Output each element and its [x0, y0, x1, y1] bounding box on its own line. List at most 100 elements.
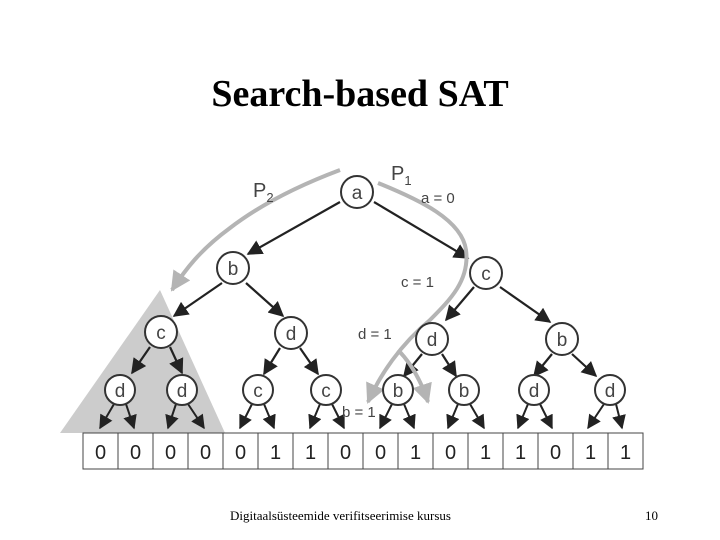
- path-p2-curve: [170, 168, 341, 292]
- edge-b-d: [245, 282, 285, 318]
- leaf-box-8: [327, 432, 364, 470]
- leaf-value-12: 1: [480, 442, 491, 464]
- node-c-level2-label: c: [156, 323, 166, 344]
- node-level3-7-label: d: [529, 381, 540, 402]
- node-level3-1: d: [104, 374, 136, 406]
- edge-b-d3: [533, 353, 553, 378]
- leaf-box-16: [607, 432, 644, 470]
- edge-c-d1: [131, 346, 151, 375]
- edge-d-c2: [299, 347, 319, 376]
- node-level3-5: b: [382, 374, 414, 406]
- leaf-value-16: 1: [620, 442, 631, 464]
- path-p1-curve: [366, 181, 469, 404]
- edge-leaf-7: [308, 403, 322, 430]
- path-p1-label: P1: [391, 163, 412, 188]
- node-d-level2-right-label: d: [427, 330, 438, 351]
- leaf-value-15: 1: [585, 442, 596, 464]
- node-level3-4: c: [310, 374, 342, 406]
- leaf-values-row: 0 0 0 0 0 1 1 0 0 1 0 1 1 0 1 1: [82, 432, 644, 470]
- node-level3-2: d: [166, 374, 198, 406]
- node-d-level2-left-label: d: [286, 324, 297, 345]
- leaf-value-14: 0: [550, 442, 561, 464]
- node-b-level1: b: [216, 251, 250, 285]
- leaf-value-4: 0: [200, 442, 211, 464]
- node-a: a: [340, 175, 374, 209]
- node-level3-6: b: [448, 374, 480, 406]
- leaf-box-15: [572, 432, 609, 470]
- edge-d-b2: [441, 353, 457, 378]
- path-p1-subscript: 1: [404, 173, 411, 188]
- leaf-value-5: 0: [235, 442, 246, 464]
- node-level3-3: c: [242, 374, 274, 406]
- edge-b-d4: [571, 353, 598, 378]
- leaf-box-13: [502, 432, 539, 470]
- pruned-subtree-shade: [60, 290, 225, 433]
- node-level3-6-label: b: [459, 381, 470, 402]
- node-d-level2-left: d: [274, 316, 308, 350]
- node-level3-1-label: d: [115, 381, 126, 402]
- leaf-value-11: 0: [445, 442, 456, 464]
- path-p2-subscript: 2: [266, 190, 273, 205]
- node-level3-3-label: c: [253, 381, 263, 402]
- edge-leaf-6: [262, 403, 276, 430]
- footer-course-name: Digitaalsüsteemide verifitseerimise kurs…: [230, 508, 451, 523]
- leaf-value-8: 0: [340, 442, 351, 464]
- edge-leaf-10: [402, 403, 416, 430]
- leaf-box-5: [222, 432, 259, 470]
- node-c-level2: c: [144, 315, 178, 349]
- leaf-box-4: [187, 432, 224, 470]
- edge-leaf-5: [239, 403, 253, 430]
- leaf-box-1: [82, 432, 119, 470]
- leaf-box-11: [432, 432, 469, 470]
- edge-leaf-15: [587, 403, 605, 430]
- leaf-value-6: 1: [270, 442, 281, 464]
- edge-a-b: [246, 201, 341, 255]
- edge-c-b: [499, 286, 552, 323]
- edge-leaf-16: [612, 403, 626, 430]
- tree-edges: [99, 201, 626, 430]
- edge-leaf-8: [331, 403, 345, 430]
- assignment-b-label: b = 1: [342, 404, 376, 421]
- edge-a-c: [373, 201, 470, 259]
- leaf-value-2: 0: [130, 442, 141, 464]
- node-a-label: a: [352, 183, 363, 204]
- leaf-box-12: [467, 432, 504, 470]
- edge-leaf-13: [516, 403, 530, 430]
- assignment-a-label: a = 0: [421, 190, 455, 207]
- leaf-value-13: 1: [515, 442, 526, 464]
- node-c-level1: c: [469, 256, 503, 290]
- edge-b-c: [172, 282, 223, 317]
- path-p1-branch: [396, 348, 432, 404]
- page-number: 10: [645, 508, 658, 523]
- node-c-level1-label: c: [481, 264, 491, 285]
- node-level3-4-label: c: [321, 381, 331, 402]
- edge-leaf-3: [165, 403, 179, 430]
- edge-d-c1: [263, 347, 281, 376]
- edge-leaf-14: [539, 403, 553, 430]
- edge-leaf-9: [379, 403, 393, 430]
- node-level3-8: d: [594, 374, 626, 406]
- leaf-value-3: 0: [165, 442, 176, 464]
- leaf-value-7: 1: [305, 442, 316, 464]
- edge-leaf-2: [123, 403, 137, 430]
- node-b-level2-label: b: [557, 330, 568, 351]
- path-p2-label: P2: [253, 180, 274, 205]
- path-p2-letter: P: [253, 180, 266, 202]
- node-b-level1-label: b: [228, 259, 239, 280]
- leaf-box-3: [152, 432, 189, 470]
- edge-leaf-4: [187, 403, 205, 430]
- node-d-level2-right: d: [415, 322, 449, 356]
- node-b-level2: b: [545, 322, 579, 356]
- edge-d-b1: [403, 353, 423, 378]
- node-level3-7: d: [518, 374, 550, 406]
- assignment-d-label: d = 1: [358, 326, 392, 343]
- slide-title: Search-based SAT: [211, 73, 509, 115]
- leaf-value-1: 0: [95, 442, 106, 464]
- leaf-value-9: 0: [375, 442, 386, 464]
- node-level3-2-label: d: [177, 381, 188, 402]
- leaf-box-7: [292, 432, 329, 470]
- edge-leaf-12: [469, 403, 485, 430]
- leaf-box-6: [257, 432, 294, 470]
- node-level3-8-label: d: [605, 381, 616, 402]
